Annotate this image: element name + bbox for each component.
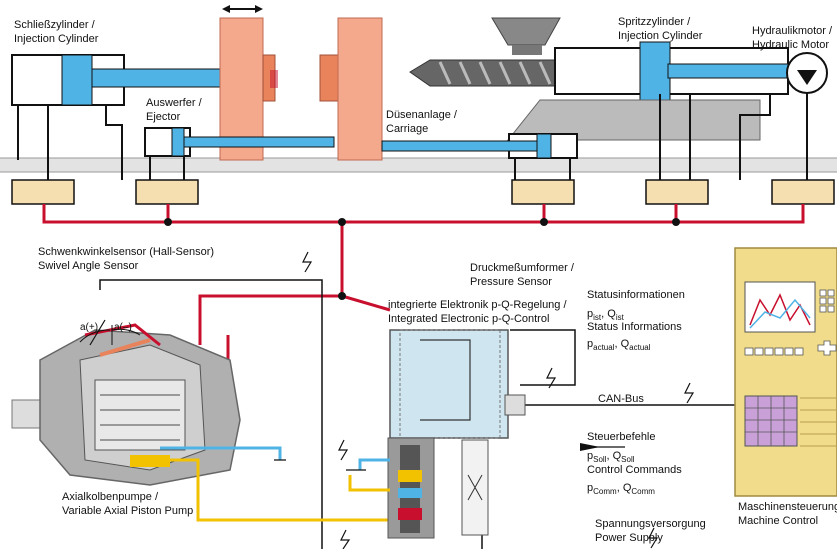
power-supply-label-en: Power Supply bbox=[595, 532, 663, 544]
clamp-cylinder-label-en: Injection Cylinder bbox=[14, 33, 99, 45]
p-actual-label: pactual, Qactual bbox=[587, 338, 651, 352]
pump-label-de: Axialkolbenpumpe / bbox=[62, 491, 159, 503]
axial-piston-pump bbox=[12, 320, 400, 520]
angle-plus-label: a(+) bbox=[80, 322, 98, 333]
machine-control-label-de: Maschinensteuerung / bbox=[738, 501, 837, 513]
pump-label-en: Variable Axial Piston Pump bbox=[62, 505, 193, 517]
platen-arrow bbox=[222, 5, 263, 13]
p-ist-label: pist, Qist bbox=[587, 308, 625, 322]
p-comm-label: pComm, QComm bbox=[587, 482, 655, 496]
machine-bed bbox=[0, 158, 837, 172]
ejector-label-de: Auswerfer / bbox=[146, 97, 203, 109]
electronics-label-en: Integrated Electronic p-Q-Control bbox=[388, 313, 549, 325]
control-valve bbox=[346, 330, 525, 538]
power-supply-label-de: Spannungsversorgung bbox=[595, 518, 706, 530]
machine-control-label-en: Machine Control bbox=[738, 515, 818, 527]
hydraulic-motor-label-de: Hydraulikmotor / bbox=[752, 25, 833, 37]
junction-dots bbox=[164, 218, 680, 300]
status-info-label-de: Statusinformationen bbox=[587, 289, 685, 301]
machine-control-panel bbox=[735, 248, 837, 496]
valve-boxes bbox=[12, 180, 834, 204]
carriage-cylinder bbox=[382, 134, 577, 180]
carriage-label-en: Carriage bbox=[386, 123, 428, 135]
p-soll-label: pSoll, QSoll bbox=[587, 450, 635, 464]
hopper bbox=[492, 18, 560, 55]
can-bus-label: CAN-Bus bbox=[598, 393, 644, 405]
swivel-sensor-label-en: Swivel Angle Sensor bbox=[38, 260, 139, 272]
injection-cylinder-label-de: Spritzzylinder / bbox=[618, 16, 691, 28]
hydraulic-motor-label-en: Hydraulic Motor bbox=[752, 39, 829, 51]
clamp-cylinder-label-de: Schließzylinder / bbox=[14, 19, 96, 31]
injection-cylinder-label-en: Injection Cylinder bbox=[618, 30, 703, 42]
pressure-sensor-label-en: Pressure Sensor bbox=[470, 276, 552, 288]
pressure-sensor-label-de: Druckmeßumformer / bbox=[470, 262, 575, 274]
swivel-sensor-label-de: Schwenkwinkelsensor (Hall-Sensor) bbox=[38, 246, 214, 258]
control-commands-label-de: Steuerbefehle bbox=[587, 431, 656, 443]
control-commands-label-en: Control Commands bbox=[587, 464, 682, 476]
angle-minus-label: a(–) bbox=[114, 322, 132, 333]
ejector-label-en: Ejector bbox=[146, 111, 181, 123]
status-info-label-en: Status Informations bbox=[587, 321, 682, 333]
electronics-label-de: integrierte Elektronik p-Q-Regelung / bbox=[388, 299, 567, 311]
carriage-label-de: Düsenanlage / bbox=[386, 109, 458, 121]
